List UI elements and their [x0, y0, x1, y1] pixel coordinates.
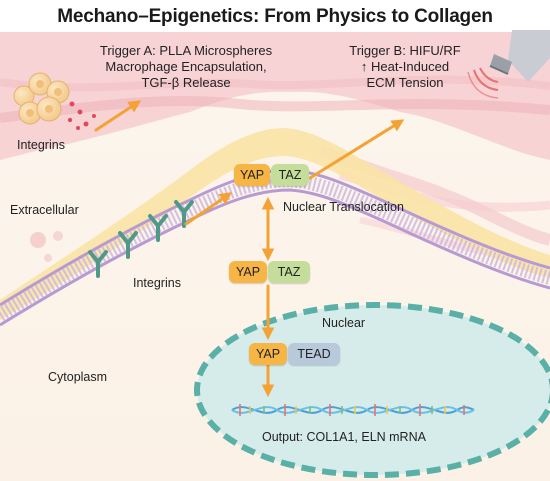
extracellular-label: Extracellular: [10, 203, 79, 217]
arrow-integrins-to-yap-taz: [184, 192, 233, 226]
nuclear-label: Nuclear: [322, 316, 366, 330]
integrins-membrane-label: Integrins: [133, 276, 181, 290]
droplet: [30, 232, 46, 248]
trigger-b-line-2: ↑ Heat-Induced: [360, 59, 450, 74]
trigger-a-caption: Trigger A: PLLA Microspheres Macrophage …: [76, 43, 296, 91]
integrins-top-label: Integrins: [17, 138, 65, 152]
trigger-b-caption: Trigger B: HIFU/RF ↑ Heat-Induced ECM Te…: [330, 43, 480, 91]
tead-protein: TEAD: [288, 343, 340, 365]
ecm-fiber: [0, 95, 550, 123]
ecm-fiber: [0, 75, 550, 92]
trigger-a-line-1: Trigger A: PLLA Microspheres: [99, 43, 273, 58]
nuclear-envelope: [194, 302, 550, 478]
taz-protein-upper: TAZ: [271, 164, 309, 186]
cytoplasm-label: Cytoplasm: [48, 370, 108, 384]
ecm-tissue: [0, 32, 550, 160]
droplet: [53, 231, 63, 241]
page-title: Mechano–Epigenetics: From Physics to Col…: [57, 6, 493, 27]
taz-protein-middle: TAZ: [268, 261, 310, 283]
ultrasound-probe-icon: [467, 30, 550, 99]
yap-protein-middle: YAP: [229, 261, 267, 283]
macrophage-cell-cluster-icon: [13, 72, 96, 130]
nuclear-translocation-label: Nuclear Translocation: [283, 200, 404, 214]
dna-strand-icon: [231, 404, 475, 416]
yap-protein-upper: YAP: [234, 164, 270, 186]
trigger-b-line-3: ECM Tension: [366, 75, 444, 90]
cell-surface-layer: [0, 128, 550, 320]
trigger-a-line-2: Macrophage Encapsulation,: [105, 59, 267, 74]
cell-membrane-inner: [0, 188, 550, 327]
trigger-b-line-1: Trigger B: HIFU/RF: [349, 43, 461, 58]
arrow-integrins-to-trigger-a: [94, 100, 142, 132]
trigger-a-line-3: TGF-β Release: [141, 75, 231, 90]
output-label: Output: COL1A1, ELN mRNA: [262, 430, 426, 444]
droplet: [44, 254, 52, 262]
integrin-receptor-icon: [88, 200, 194, 278]
arrow-yap-taz-to-trigger-b: [308, 119, 405, 180]
yap-protein-nuclear: YAP: [249, 343, 287, 365]
